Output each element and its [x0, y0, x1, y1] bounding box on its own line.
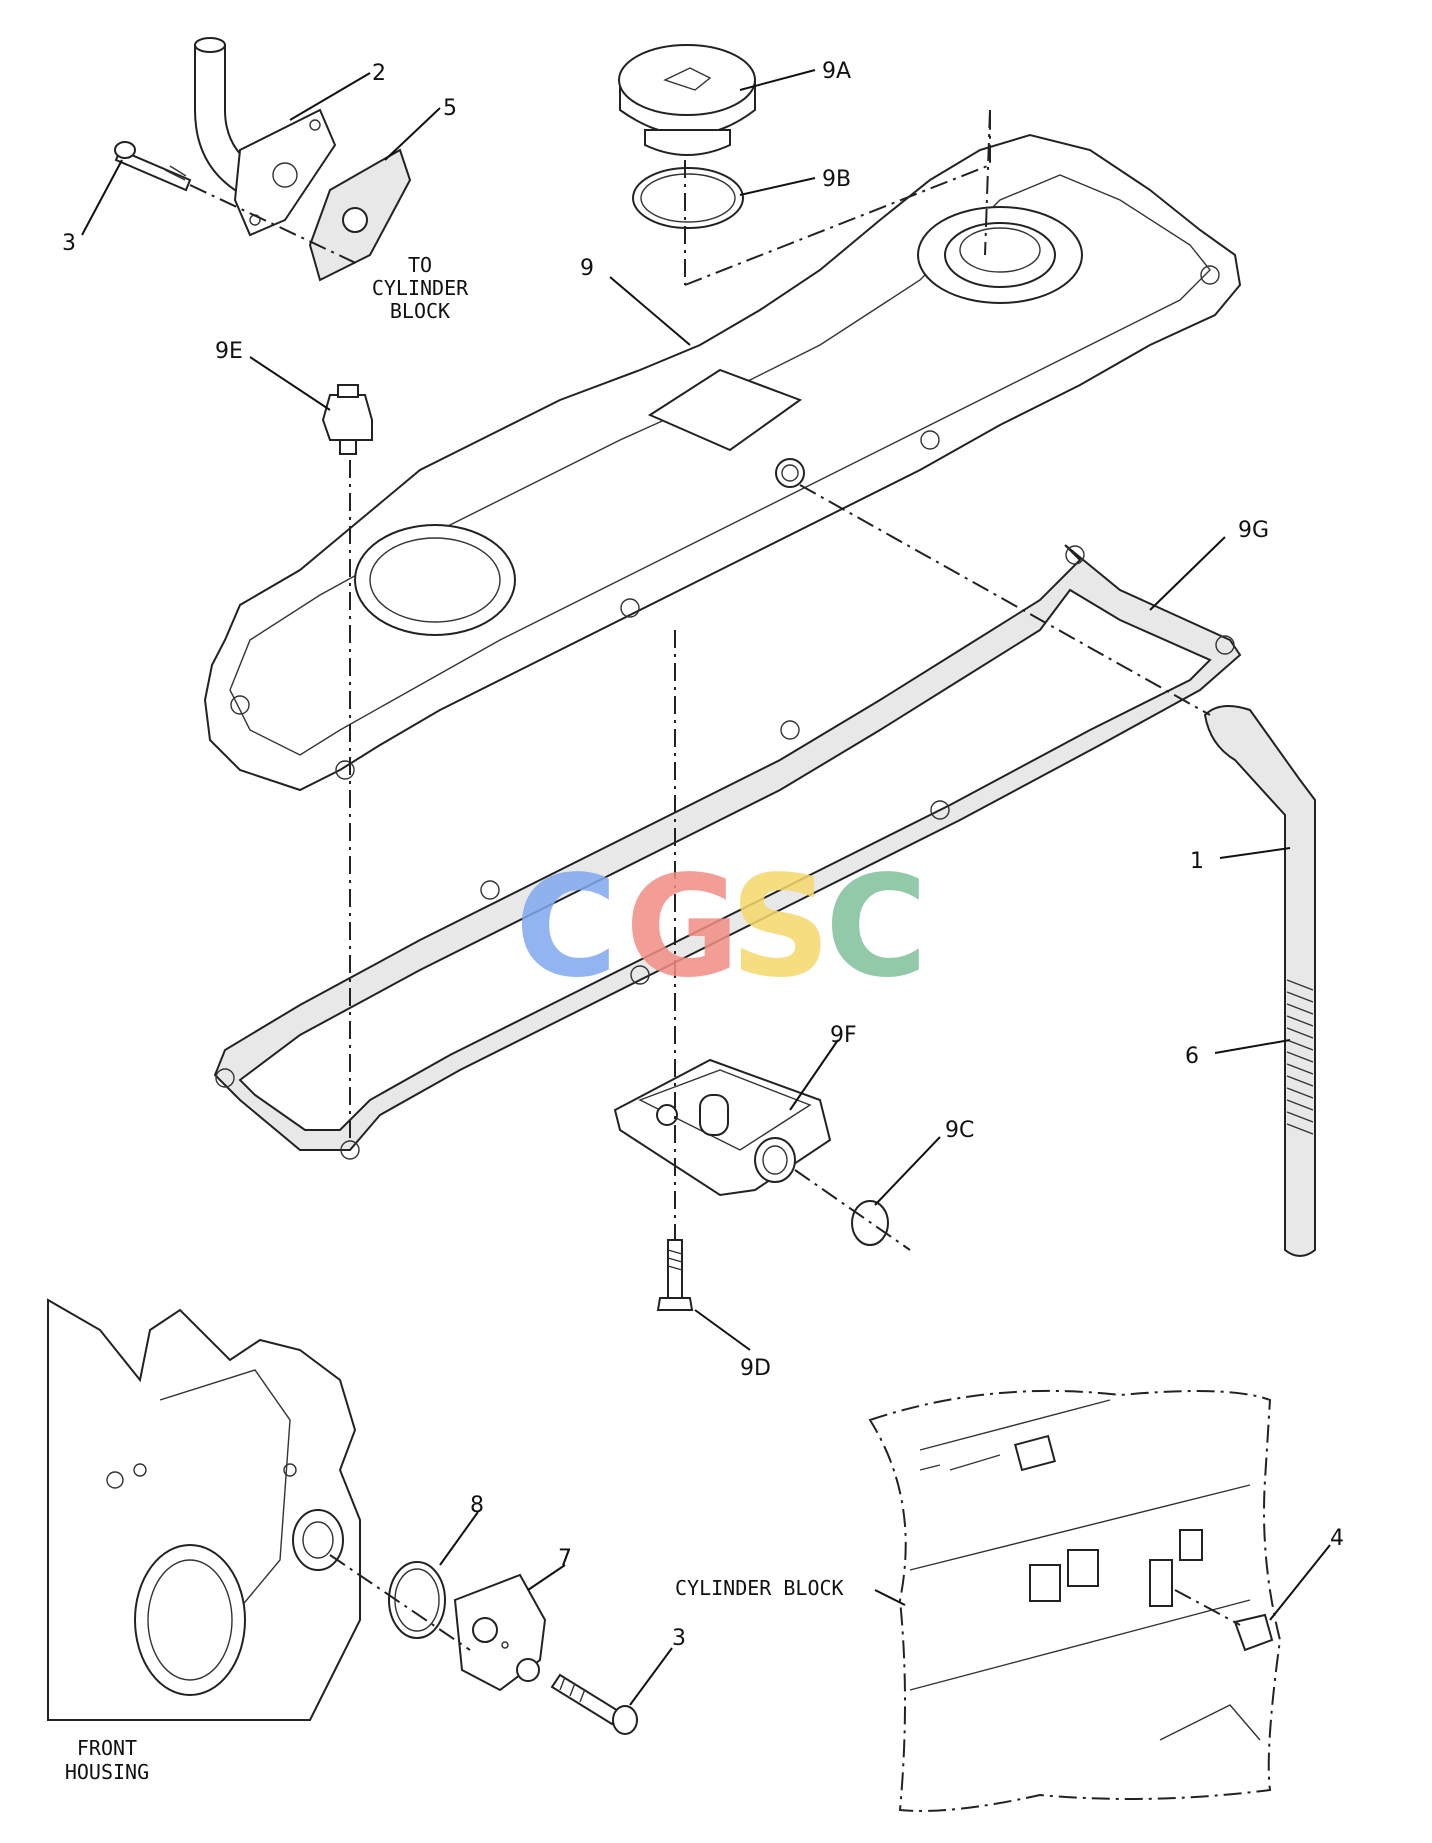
callout-9B: 9B [822, 167, 851, 192]
separator-centerline [794, 1169, 911, 1251]
breather-gasket [308, 148, 412, 282]
callout-9E: 9E [215, 339, 243, 364]
callout-5: 5 [443, 96, 457, 121]
watermark: C G S C [515, 846, 928, 1009]
filler-centerline [684, 109, 991, 286]
callout-4: 4 [1330, 1526, 1344, 1551]
callout-9A: 9A [822, 59, 851, 84]
callout-7: 7 [558, 1546, 572, 1571]
front-housing [47, 1298, 361, 1721]
callout-2: 2 [372, 61, 386, 86]
callout-9: 9 [580, 256, 594, 281]
valve-cover [203, 133, 1242, 792]
note-to-cylinder-block-line1: TO [408, 253, 432, 277]
breather-hose [1203, 705, 1316, 1257]
plug-9E [321, 384, 373, 455]
block-plug-centerline [1174, 1589, 1241, 1626]
note-to-cylinder-block-line3: BLOCK [390, 299, 450, 323]
oil-separator [613, 1058, 832, 1197]
leader-lines [81, 69, 1331, 1706]
watermark-letter-4: C [825, 846, 928, 1009]
cover-gasket [213, 544, 1242, 1160]
filler-seal-ring [632, 167, 744, 229]
plate-centerline [329, 1554, 471, 1651]
oil-filler-cap [618, 44, 756, 156]
note-front-housing-line1: FRONT [77, 1736, 137, 1760]
bolt-9D [656, 1239, 694, 1311]
callout-6: 6 [1185, 1044, 1199, 1069]
note-cylinder-block: CYLINDER BLOCK [675, 1576, 844, 1600]
cover-plate-7 [453, 1573, 547, 1692]
watermark-letter-1: C [515, 846, 618, 1009]
watermark-letter-3: S [730, 846, 831, 1009]
callout-8: 8 [470, 1493, 484, 1518]
callout-3-upper: 3 [62, 231, 76, 256]
cylinder-block-inset [868, 1389, 1282, 1812]
breather-centerline [189, 184, 361, 266]
callout-9C: 9C [945, 1118, 974, 1143]
callout-1: 1 [1190, 849, 1204, 874]
callout-9D: 9D [740, 1356, 771, 1381]
note-front-housing-line2: HOUSING [65, 1760, 149, 1784]
note-to-cylinder-block-line2: CYLINDER [372, 276, 469, 300]
bolt-3-lower [550, 1673, 638, 1735]
callout-9F: 9F [830, 1023, 857, 1048]
callout-3-lower: 3 [672, 1626, 686, 1651]
diagram-notes: TO CYLINDER BLOCK CYLINDER BLOCK FRONT H… [65, 253, 844, 1784]
bolt-3-upper [114, 141, 192, 192]
breather-tube [194, 37, 337, 237]
callout-labels: 1 2 3 3 4 5 6 7 8 9 9A 9B 9C 9D 9E 9F 9G [62, 59, 1344, 1651]
hose-spring [1286, 979, 1314, 1135]
watermark-letter-2: G [625, 846, 740, 1009]
callout-9G: 9G [1238, 518, 1269, 543]
hose-centerline [799, 484, 1211, 716]
